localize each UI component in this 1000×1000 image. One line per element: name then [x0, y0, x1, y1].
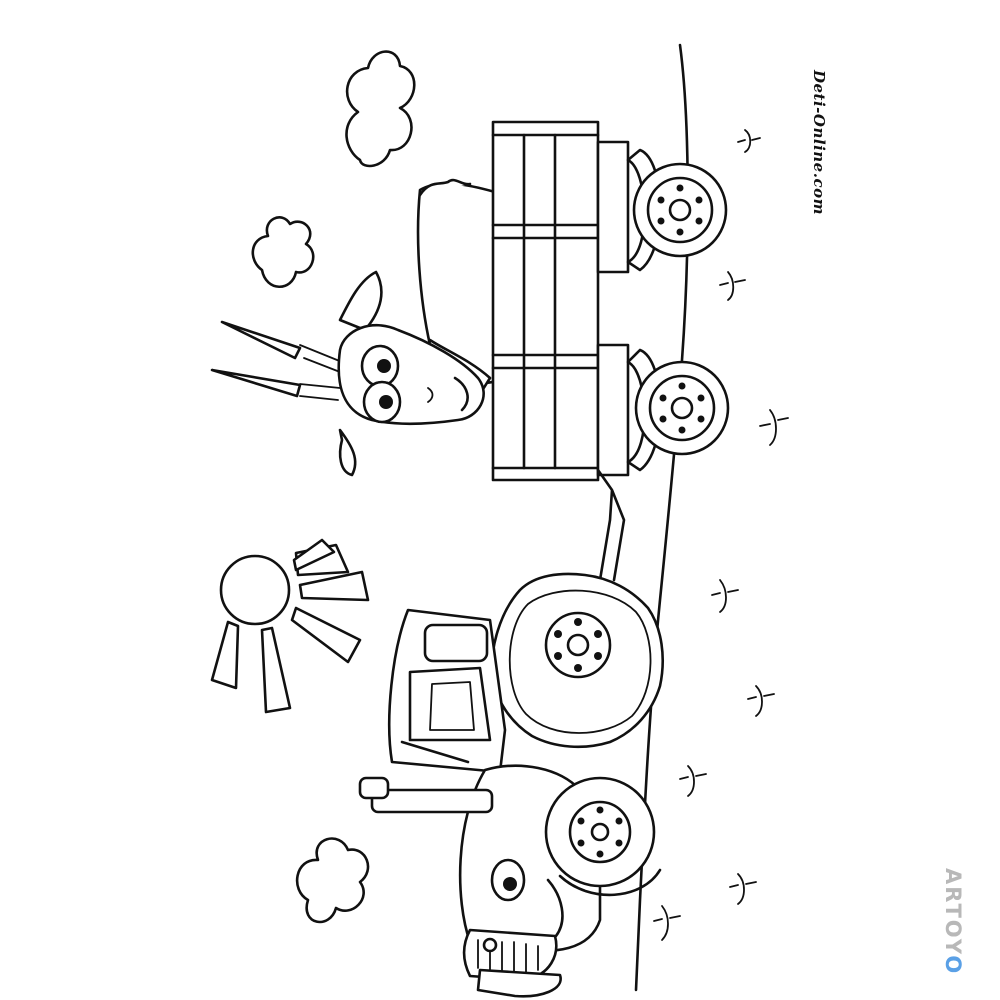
wheel-icon	[632, 162, 728, 258]
cloud-icon	[295, 837, 370, 924]
site-watermark: Deti-Online.com	[810, 70, 828, 215]
trailer-icon	[491, 120, 730, 582]
grass-icon	[653, 129, 789, 941]
sun-icon	[210, 538, 370, 714]
tractor-icon	[358, 572, 664, 998]
brand-logo-text: ARTOY	[941, 868, 965, 956]
wheel-icon	[634, 360, 730, 456]
cloud-icon	[345, 50, 416, 168]
brand-logo: ARTOYO	[941, 868, 965, 975]
brand-logo-dot: O	[941, 955, 965, 976]
cloud-icon	[251, 216, 315, 288]
goat-icon	[210, 178, 502, 477]
